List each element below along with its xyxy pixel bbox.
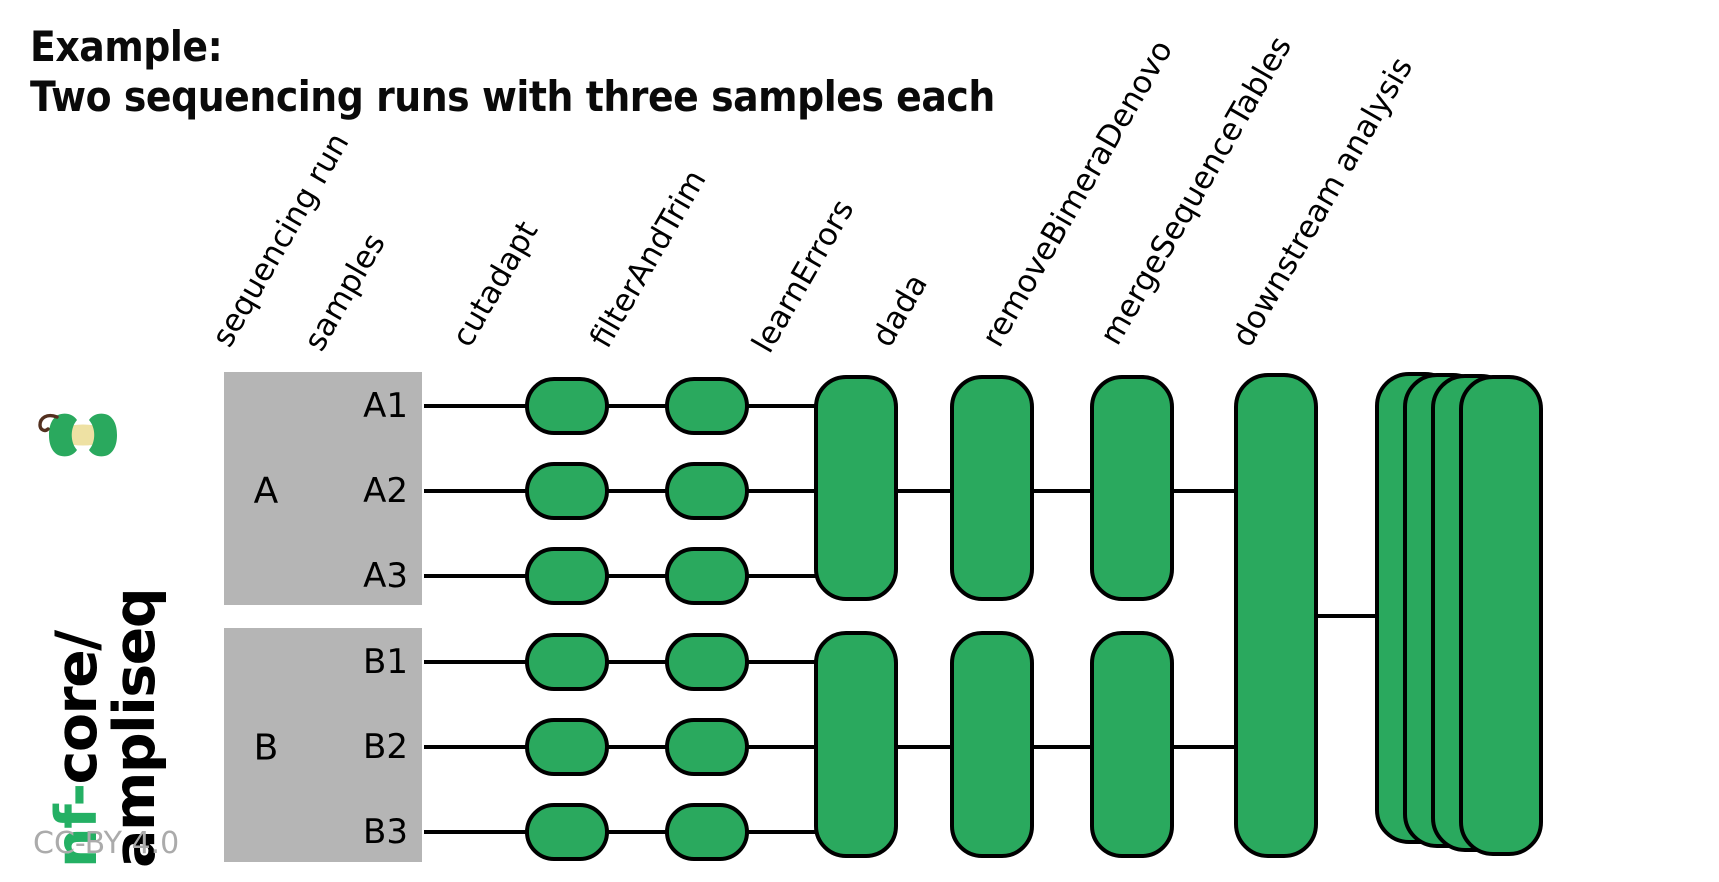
connector-A2-to-cutadapt: [424, 489, 530, 493]
filterAndTrim-node-A3: [665, 547, 749, 605]
figure-title: Example: Two sequencing runs with three …: [30, 22, 995, 122]
dada-node-runB: [950, 631, 1034, 858]
connector-B3-cutadapt-to-filterAndTrim: [604, 830, 670, 834]
cutadapt-node-A3: [525, 547, 609, 605]
connector-runA-learnErrors-to-dada: [894, 489, 956, 493]
title-line-1: Example:: [30, 22, 223, 71]
sample-label-B1: B1: [363, 642, 408, 682]
connector-runB-dada-to-removeBimeraDenovo: [1030, 745, 1096, 749]
colheader-filterAndTrim: filterAndTrim: [583, 164, 714, 354]
connector-A2-filterAndTrim-to-learnErrors: [744, 489, 820, 493]
sample-label-A3: A3: [363, 556, 408, 596]
cutadapt-node-B3: [525, 803, 609, 861]
apple-core-icon: [38, 413, 117, 457]
connector-B1-filterAndTrim-to-learnErrors: [744, 660, 820, 664]
run-box-B: [224, 628, 422, 862]
filterAndTrim-node-B1: [665, 633, 749, 691]
filterAndTrim-node-B2: [665, 718, 749, 776]
filterAndTrim-node-B3: [665, 803, 749, 861]
connector-A1-filterAndTrim-to-learnErrors: [744, 404, 820, 408]
connector-B3-filterAndTrim-to-learnErrors: [744, 830, 820, 834]
colheader-cutadapt: cutadapt: [445, 215, 546, 353]
colheader-dada: dada: [865, 268, 935, 353]
filterAndTrim-node-A1: [665, 377, 749, 435]
colheader-samples: samples: [297, 227, 393, 357]
connector-A1-cutadapt-to-filterAndTrim: [604, 404, 670, 408]
sample-label-B3: B3: [363, 812, 408, 852]
connector-runB-removeBimeraDenovo-to-merge: [1170, 745, 1240, 749]
connector-merge-to-downstream: [1314, 614, 1380, 618]
filterAndTrim-node-A2: [665, 462, 749, 520]
cutadapt-node-B2: [525, 718, 609, 776]
downstream-analysis-node-front: [1459, 375, 1543, 856]
run-label-B: B: [253, 727, 279, 769]
connector-B1-to-cutadapt: [424, 660, 530, 664]
removeBimeraDenovo-node-runB: [1090, 631, 1174, 858]
cutadapt-node-B1: [525, 633, 609, 691]
learnErrors-node-runB: [814, 631, 898, 858]
license-label: CC-BY 4.0: [33, 826, 180, 861]
dada-node-runA: [950, 375, 1034, 601]
learnErrors-node-runA: [814, 375, 898, 601]
connector-B3-to-cutadapt: [424, 830, 530, 834]
connector-runB-learnErrors-to-dada: [894, 745, 956, 749]
removeBimeraDenovo-node-runA: [1090, 375, 1174, 601]
run-box-A: [224, 372, 422, 605]
connector-B1-cutadapt-to-filterAndTrim: [604, 660, 670, 664]
mergeSequenceTables-node: [1234, 373, 1318, 858]
sample-label-A2: A2: [363, 471, 408, 511]
connector-runA-removeBimeraDenovo-to-merge: [1170, 489, 1240, 493]
connector-A3-filterAndTrim-to-learnErrors: [744, 574, 820, 578]
sample-label-B2: B2: [363, 727, 408, 767]
connector-B2-to-cutadapt: [424, 745, 530, 749]
title-line-2: Two sequencing runs with three samples e…: [30, 72, 995, 121]
connector-A3-to-cutadapt: [424, 574, 530, 578]
cutadapt-node-A1: [525, 377, 609, 435]
connector-A3-cutadapt-to-filterAndTrim: [604, 574, 670, 578]
cutadapt-node-A2: [525, 462, 609, 520]
connector-A2-cutadapt-to-filterAndTrim: [604, 489, 670, 493]
run-label-A: A: [253, 470, 279, 512]
logo-core-text: core/: [44, 631, 110, 785]
sample-label-A1: A1: [363, 386, 408, 426]
connector-B2-filterAndTrim-to-learnErrors: [744, 745, 820, 749]
connector-B2-cutadapt-to-filterAndTrim: [604, 745, 670, 749]
connector-A1-to-cutadapt: [424, 404, 530, 408]
connector-runA-dada-to-removeBimeraDenovo: [1030, 489, 1096, 493]
colheader-learnErrors: learnErrors: [745, 193, 862, 359]
